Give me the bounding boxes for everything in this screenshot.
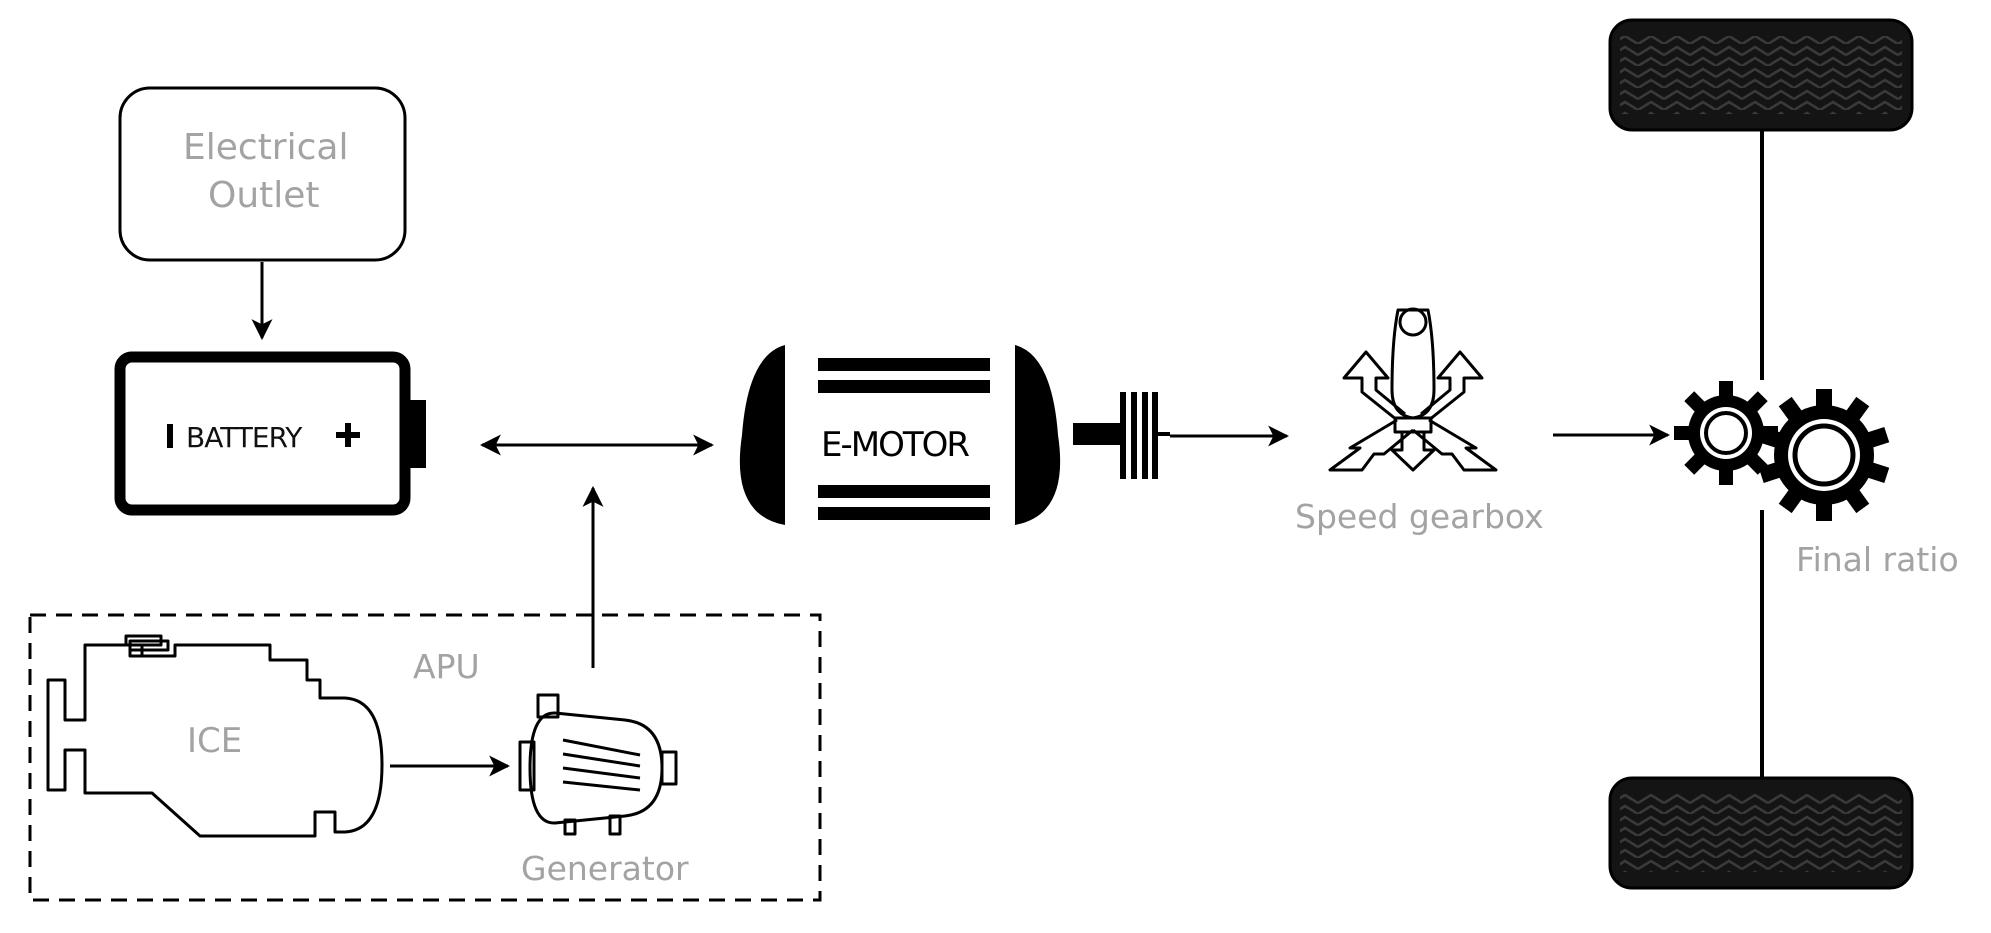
gears-icon bbox=[1674, 380, 1890, 521]
electrical-outlet-box bbox=[118, 86, 407, 262]
outlet-label-line1: Electrical bbox=[183, 127, 349, 168]
gearbox-label: Speed gearbox bbox=[1295, 497, 1544, 536]
generator-icon bbox=[518, 693, 678, 836]
outlet-label-line2: Outlet bbox=[208, 175, 320, 216]
emotor-label: E-MOTOR bbox=[821, 425, 970, 465]
final-ratio-label: Final ratio bbox=[1796, 540, 1959, 579]
apu-box bbox=[28, 613, 822, 902]
generator-label: Generator bbox=[521, 849, 689, 888]
battery-label: BATTERY bbox=[186, 421, 302, 454]
battery-icon bbox=[114, 351, 426, 516]
gear-shifter-icon bbox=[1328, 307, 1498, 472]
tire-icon bbox=[1608, 18, 1914, 132]
e-motor-icon bbox=[739, 345, 1170, 525]
engine-icon bbox=[46, 634, 384, 838]
apu-label: APU bbox=[413, 647, 480, 686]
tire-icon bbox=[1608, 776, 1914, 890]
ice-label: ICE bbox=[187, 721, 243, 761]
